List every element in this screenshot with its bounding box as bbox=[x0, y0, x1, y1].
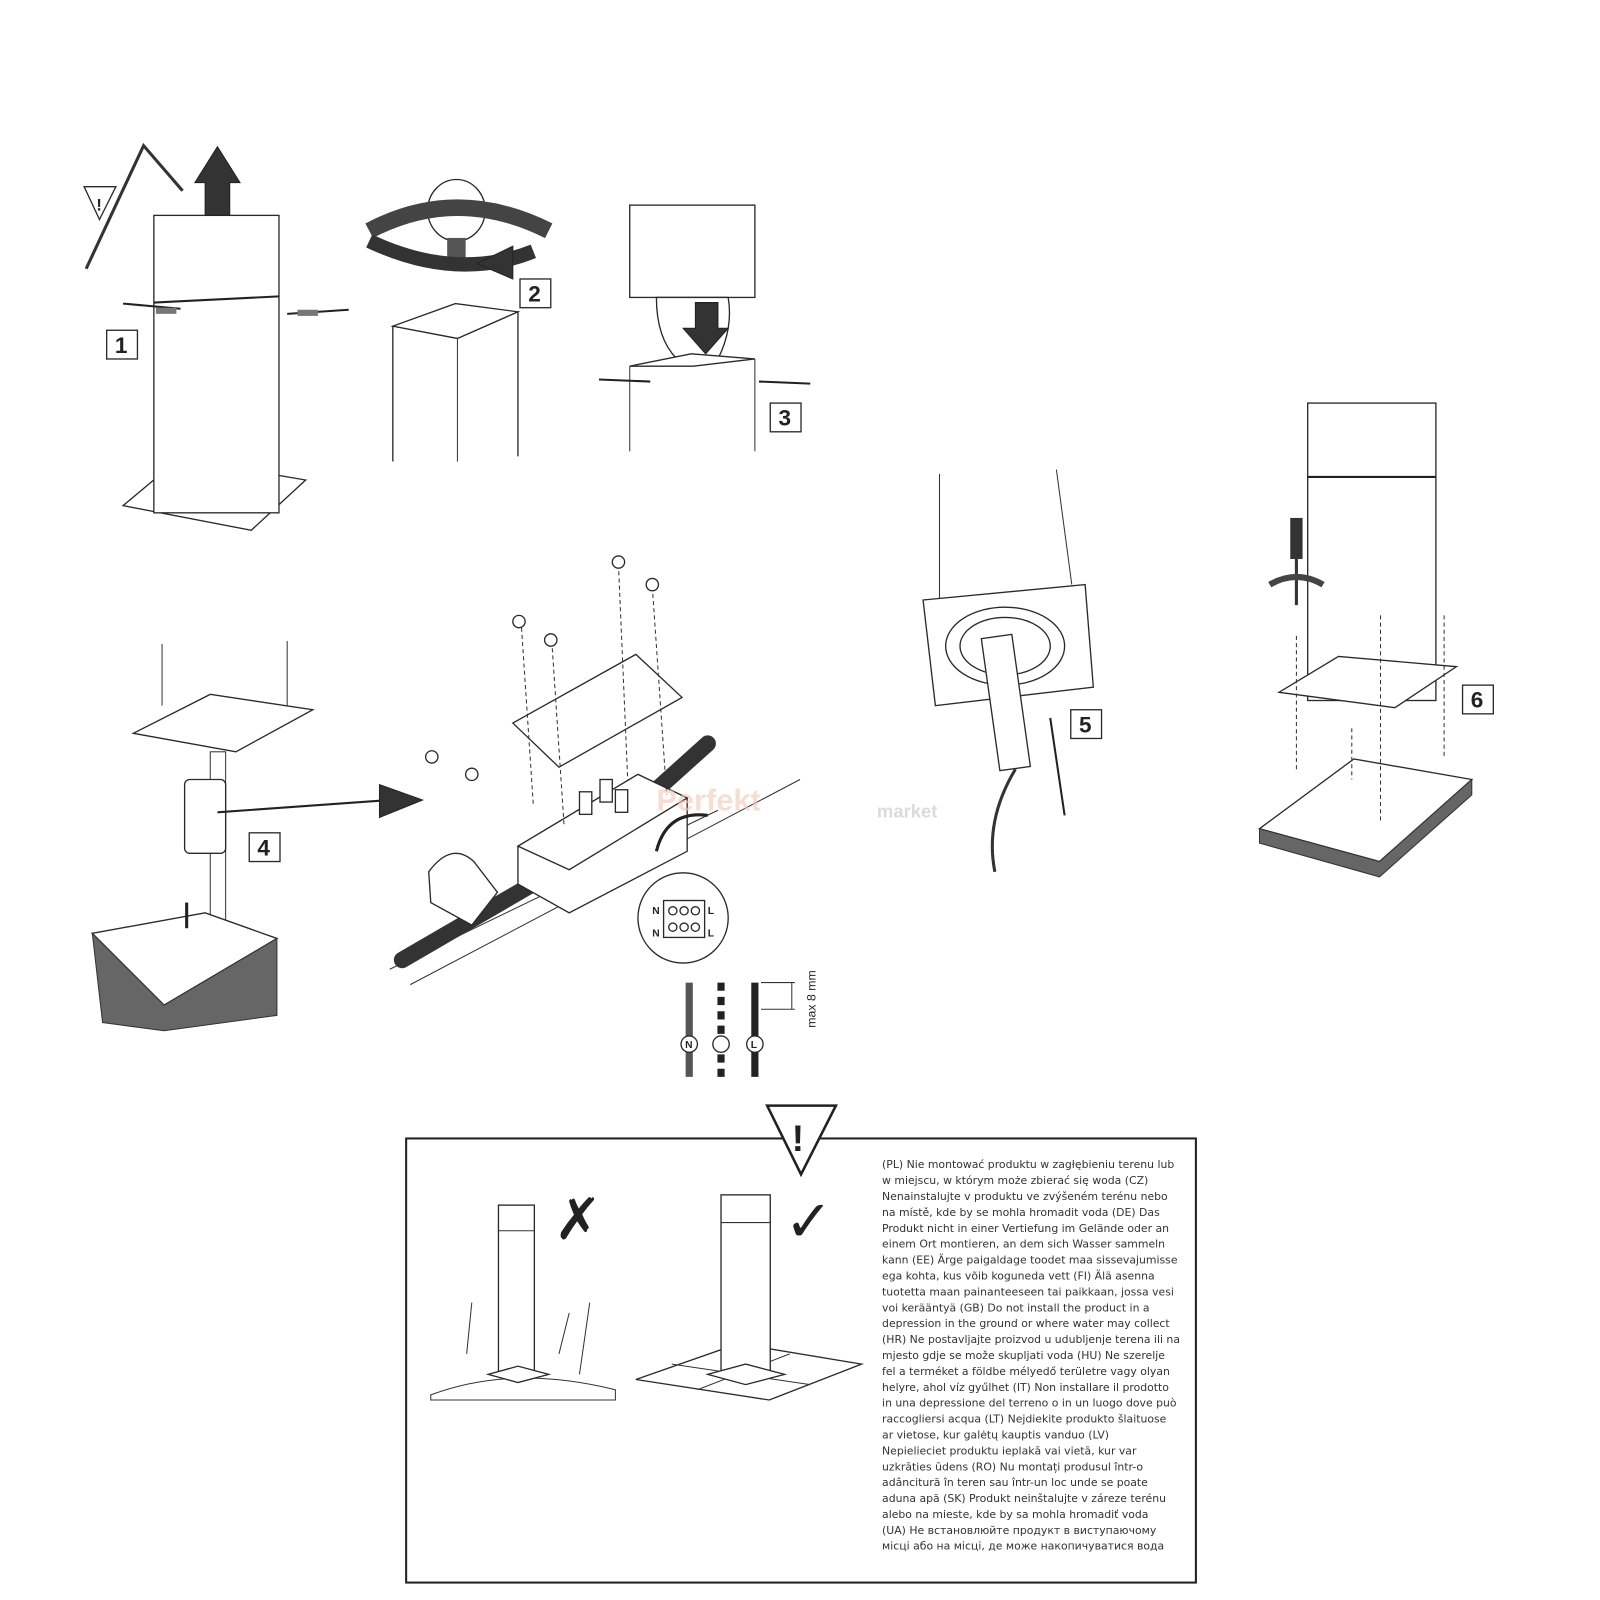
rotate-arrow-icon bbox=[475, 245, 514, 280]
wrong-mark-icon: ✗ bbox=[554, 1186, 602, 1253]
screw-icon bbox=[424, 750, 439, 764]
wire-label-l: L bbox=[751, 1040, 757, 1051]
step-1-label: 1 bbox=[115, 333, 128, 358]
warning-text-line: helyre, ahol víz gyűlhet (IT) Non instal… bbox=[882, 1381, 1169, 1394]
warning-text-line: місці або на місці, де може накопичувати… bbox=[882, 1540, 1164, 1553]
warning-text-line: ar vietose, kur galėtų kauptis vanduo (L… bbox=[882, 1428, 1109, 1441]
correct-mark-icon: ✓ bbox=[785, 1188, 833, 1255]
screw-icon bbox=[512, 614, 526, 629]
warning-text-line: mjesto gdje se može skupljati voda (HU) … bbox=[882, 1349, 1165, 1362]
arrow-up-icon bbox=[1049, 717, 1066, 816]
warning-text-line: kann (EE) Ärge paigaldage toodet maa sis… bbox=[882, 1254, 1178, 1267]
warning-text-line: tuotetta maan painanteeseen tai paikkaan… bbox=[882, 1285, 1174, 1298]
warning-text-line: raccogliersi acqua (LT) Nejdiekite produ… bbox=[882, 1413, 1167, 1426]
warning-text-line: aduna apă (SK) Produkt neinštalujte v zá… bbox=[882, 1492, 1166, 1505]
warning-icon-mark: ! bbox=[96, 196, 101, 214]
arrow-down-icon bbox=[681, 302, 730, 355]
step-2-label: 2 bbox=[528, 282, 541, 307]
screwdriver-icon bbox=[1290, 517, 1303, 559]
warning-text-line: in una depressione del terreno o in un l… bbox=[882, 1397, 1177, 1410]
warning-text-line: na místě, kde by se mohla hromadit voda … bbox=[882, 1206, 1160, 1219]
step-3-illustration: 3 bbox=[598, 204, 811, 452]
warning-box: ! ✗ ✓ (PL) Nie montować produktu w zagłę… bbox=[405, 1104, 1197, 1584]
step-2-illustration: 2 bbox=[365, 178, 553, 462]
step-6-illustration: 6 bbox=[1257, 402, 1494, 878]
curved-arrow-icon bbox=[654, 813, 708, 852]
warning-text-line: (HR) Ne postavljajte proizvod u udubljen… bbox=[882, 1333, 1180, 1346]
screw-icon bbox=[464, 767, 479, 782]
junction-box-detail: Perfekt market N L N L N L max 8 mm bbox=[389, 555, 938, 1077]
warning-text-line: voi kerääntyä (GB) Do not install the pr… bbox=[882, 1301, 1150, 1314]
warning-text-line: ega kohta, kus võib koguneda vett (FI) Ä… bbox=[882, 1269, 1155, 1282]
step-5-illustration: 5 bbox=[922, 469, 1103, 873]
correct-installation: ✓ bbox=[635, 1188, 865, 1401]
warning-triangle-icon bbox=[765, 1104, 838, 1178]
ground-icon bbox=[712, 1035, 730, 1053]
warning-text: (PL) Nie montować produktu w zagłębieniu… bbox=[882, 1158, 1180, 1553]
step-4-label: 4 bbox=[257, 835, 270, 860]
junction-box bbox=[183, 778, 227, 854]
warning-text-line: w miejscu, w którym może zbierać się wod… bbox=[882, 1174, 1148, 1187]
warning-text-line: uzkrāties ūdens (RO) Nu montați produsul… bbox=[882, 1460, 1143, 1473]
strip-length-label: max 8 mm bbox=[804, 970, 818, 1027]
terminal-label-n-bottom: N bbox=[652, 928, 659, 939]
screw-icon bbox=[645, 577, 660, 592]
step-6-label: 6 bbox=[1471, 688, 1484, 713]
step-5-label: 5 bbox=[1079, 712, 1092, 737]
warning-text-line: alebo na mieste, kde by sa mohla hromadi… bbox=[882, 1508, 1148, 1521]
screw-icon bbox=[543, 633, 558, 647]
arrow-right-icon bbox=[378, 783, 425, 819]
warning-text-line: Nepielieciet produktu ieplakā vai vietā,… bbox=[882, 1444, 1137, 1457]
terminal-label-l-top: L bbox=[708, 906, 714, 917]
wire-label-n: N bbox=[685, 1040, 692, 1051]
warning-text-line: (UA) Не встановлюйте продукт в виступаюч… bbox=[882, 1524, 1157, 1537]
step-4-illustration: 4 bbox=[90, 641, 425, 1032]
wrong-installation: ✗ bbox=[430, 1186, 616, 1401]
watermark-suffix: market bbox=[877, 800, 938, 821]
watermark-brand: Perfekt bbox=[656, 782, 760, 817]
step-1-illustration: ! 1 bbox=[83, 142, 349, 531]
step-3-label: 3 bbox=[778, 406, 791, 431]
warning-text-line: fel a terméket a földbe mélyedő területr… bbox=[882, 1365, 1170, 1378]
warning-text-line: depression in the ground or where water … bbox=[882, 1317, 1170, 1330]
warning-text-line: Nenainstalujte v produktu ve zvýšeném te… bbox=[882, 1190, 1168, 1203]
terminal-label-l-bottom: L bbox=[708, 928, 714, 939]
warning-text-line: (PL) Nie montować produktu w zagłębieniu… bbox=[882, 1158, 1174, 1171]
warning-text-line: Produkt nicht in einer Vertiefung im Gel… bbox=[882, 1222, 1169, 1235]
warning-text-line: adâncitură în teren sau într-un loc unde… bbox=[882, 1476, 1148, 1489]
arrow-up-icon bbox=[193, 145, 241, 216]
warning-exclamation: ! bbox=[792, 1118, 804, 1159]
warning-icon bbox=[83, 185, 117, 222]
warning-text-line: einem Ort montieren, an dem sich Wasser … bbox=[882, 1238, 1165, 1251]
terminal-label-n-top: N bbox=[652, 906, 659, 917]
allen-key-icon bbox=[84, 142, 184, 270]
screw-icon bbox=[611, 555, 626, 569]
